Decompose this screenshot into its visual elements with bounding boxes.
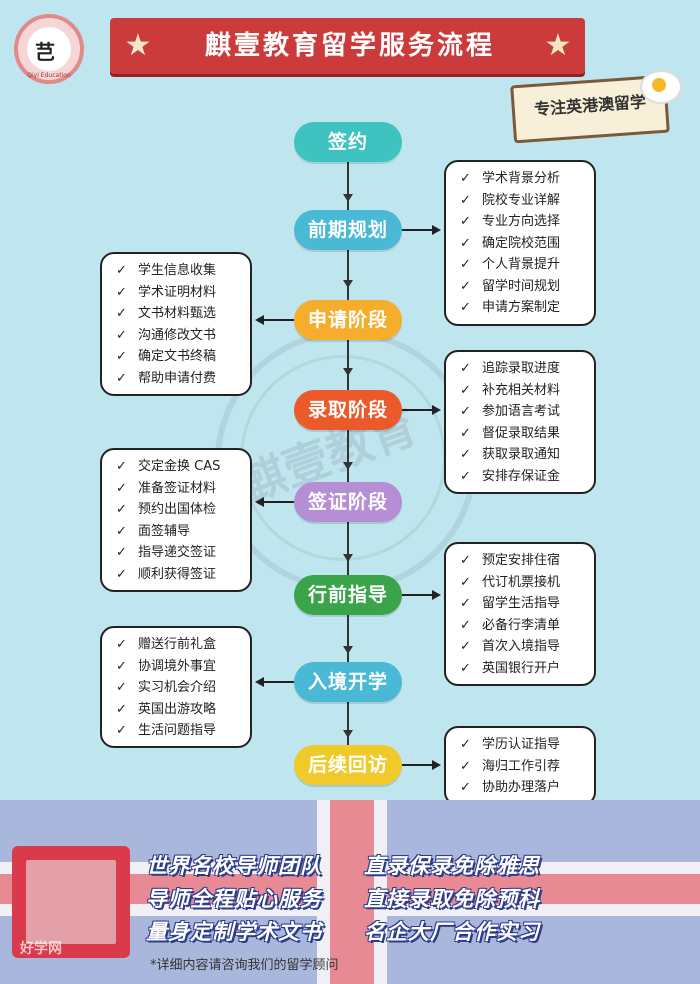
slogan-left: 量身定制学术文书 — [146, 920, 322, 944]
list-item: 英国出游攻略 — [116, 699, 240, 721]
admission-checklist: 追踪录取进度 补充相关材料 参加语言考试 督促录取结果 获取录取通知 安排存保证… — [444, 350, 596, 494]
list-item: 留学时间规划 — [460, 276, 584, 298]
list-item: 学历认证指导 — [460, 734, 584, 756]
down-arrow-icon — [343, 730, 353, 738]
corner-watermark: 好学网 — [20, 941, 62, 957]
list-item: 申请方案制定 — [460, 297, 584, 319]
star-icon: ★ — [124, 28, 152, 63]
list-item: 安排存保证金 — [460, 466, 584, 488]
list-item: 生活问题指导 — [116, 720, 240, 742]
list-item: 协助办理落户 — [460, 777, 584, 799]
list-item: 面签辅导 — [116, 521, 240, 543]
page-title: 麒壹教育留学服务流程 — [204, 31, 495, 61]
down-arrow-icon — [343, 554, 353, 562]
left-arrow-icon — [255, 497, 264, 507]
step-followup: 后续回访 — [294, 745, 402, 785]
list-item: 获取录取通知 — [460, 444, 584, 466]
connector-line — [402, 229, 434, 231]
list-item: 预约出国体检 — [116, 499, 240, 521]
down-arrow-icon — [343, 462, 353, 470]
connector-line — [262, 501, 294, 503]
connector-line — [402, 764, 434, 766]
right-arrow-icon — [432, 405, 441, 415]
list-item: 指导递交签证 — [116, 542, 240, 564]
photo-frame-inner — [26, 860, 116, 944]
slogan-right: 直录保录免除雅思 — [364, 854, 540, 878]
list-item: 院校专业详解 — [460, 190, 584, 212]
application-checklist: 学生信息收集 学术证明材料 文书材料甄选 沟通修改文书 确定文书终稿 帮助申请付… — [100, 252, 252, 396]
logo-caption: Qiyi Education — [27, 72, 71, 79]
title-banner — [110, 18, 585, 74]
step-enrollment: 入境开学 — [294, 662, 402, 702]
down-arrow-icon — [343, 368, 353, 376]
list-item: 参加语言考试 — [460, 401, 584, 423]
list-item: 代订机票接机 — [460, 572, 584, 594]
connector-line — [402, 409, 434, 411]
list-item: 首次入境指导 — [460, 636, 584, 658]
connector-line — [402, 594, 434, 596]
down-arrow-icon — [343, 646, 353, 654]
list-item: 赠送行前礼盒 — [116, 634, 240, 656]
down-arrow-icon — [343, 194, 353, 202]
qiyi-logo — [14, 14, 84, 84]
list-item: 督促录取结果 — [460, 423, 584, 445]
enrollment-checklist: 赠送行前礼盒 协调境外事宜 实习机会介绍 英国出游攻略 生活问题指导 — [100, 626, 252, 748]
flow-spine — [347, 160, 349, 760]
logo-glyph: 芑 — [35, 40, 55, 64]
list-item: 预定安排住宿 — [460, 550, 584, 572]
left-arrow-icon — [255, 315, 264, 325]
list-item: 协调境外事宜 — [116, 656, 240, 678]
list-item: 准备签证材料 — [116, 478, 240, 500]
followup-checklist: 学历认证指导 海归工作引荐 协助办理落户 — [444, 726, 596, 806]
list-item: 学术背景分析 — [460, 168, 584, 190]
step-visa: 签证阶段 — [294, 482, 402, 522]
predeparture-checklist: 预定安排住宿 代订机票接机 留学生活指导 必备行李清单 首次入境指导 英国银行开… — [444, 542, 596, 686]
list-item: 确定文书终稿 — [116, 346, 240, 368]
planning-checklist: 学术背景分析 院校专业详解 专业方向选择 确定院校范围 个人背景提升 留学时间规… — [444, 160, 596, 326]
list-item: 必备行李清单 — [460, 615, 584, 637]
list-item: 交定金换 CAS — [116, 456, 240, 478]
slogan-left: 世界名校导师团队 — [146, 854, 322, 878]
list-item: 学生信息收集 — [116, 260, 240, 282]
visa-checklist: 交定金换 CAS 准备签证材料 预约出国体检 面签辅导 指导递交签证 顺利获得签… — [100, 448, 252, 592]
slogan-right: 名企大厂合作实习 — [364, 920, 540, 944]
list-item: 专业方向选择 — [460, 211, 584, 233]
step-admission: 录取阶段 — [294, 390, 402, 430]
right-arrow-icon — [432, 760, 441, 770]
list-item: 实习机会介绍 — [116, 677, 240, 699]
right-arrow-icon — [432, 225, 441, 235]
egg-yolk — [652, 78, 666, 92]
logo-center — [27, 27, 71, 71]
list-item: 学术证明材料 — [116, 282, 240, 304]
connector-line — [262, 681, 294, 683]
flag-stripe — [330, 800, 374, 984]
star-icon: ★ — [544, 28, 572, 63]
right-arrow-icon — [432, 590, 441, 600]
list-item: 补充相关材料 — [460, 380, 584, 402]
list-item: 追踪录取进度 — [460, 358, 584, 380]
slogan-left: 导师全程贴心服务 — [146, 887, 322, 911]
footnote: *详细内容请咨询我们的留学顾问 — [150, 958, 339, 973]
list-item: 英国银行开户 — [460, 658, 584, 680]
step-predeparture: 行前指导 — [294, 575, 402, 615]
list-item: 确定院校范围 — [460, 233, 584, 255]
step-sign-contract: 签约 — [294, 122, 402, 162]
left-arrow-icon — [255, 677, 264, 687]
list-item: 海归工作引荐 — [460, 756, 584, 778]
step-application: 申请阶段 — [294, 300, 402, 340]
connector-line — [262, 319, 294, 321]
list-item: 帮助申请付费 — [116, 368, 240, 390]
list-item: 个人背景提升 — [460, 254, 584, 276]
list-item: 留学生活指导 — [460, 593, 584, 615]
step-planning: 前期规划 — [294, 210, 402, 250]
list-item: 沟通修改文书 — [116, 325, 240, 347]
down-arrow-icon — [343, 280, 353, 288]
list-item: 顺利获得签证 — [116, 564, 240, 586]
slogan-right: 直接录取免除预科 — [364, 887, 540, 911]
list-item: 文书材料甄选 — [116, 303, 240, 325]
